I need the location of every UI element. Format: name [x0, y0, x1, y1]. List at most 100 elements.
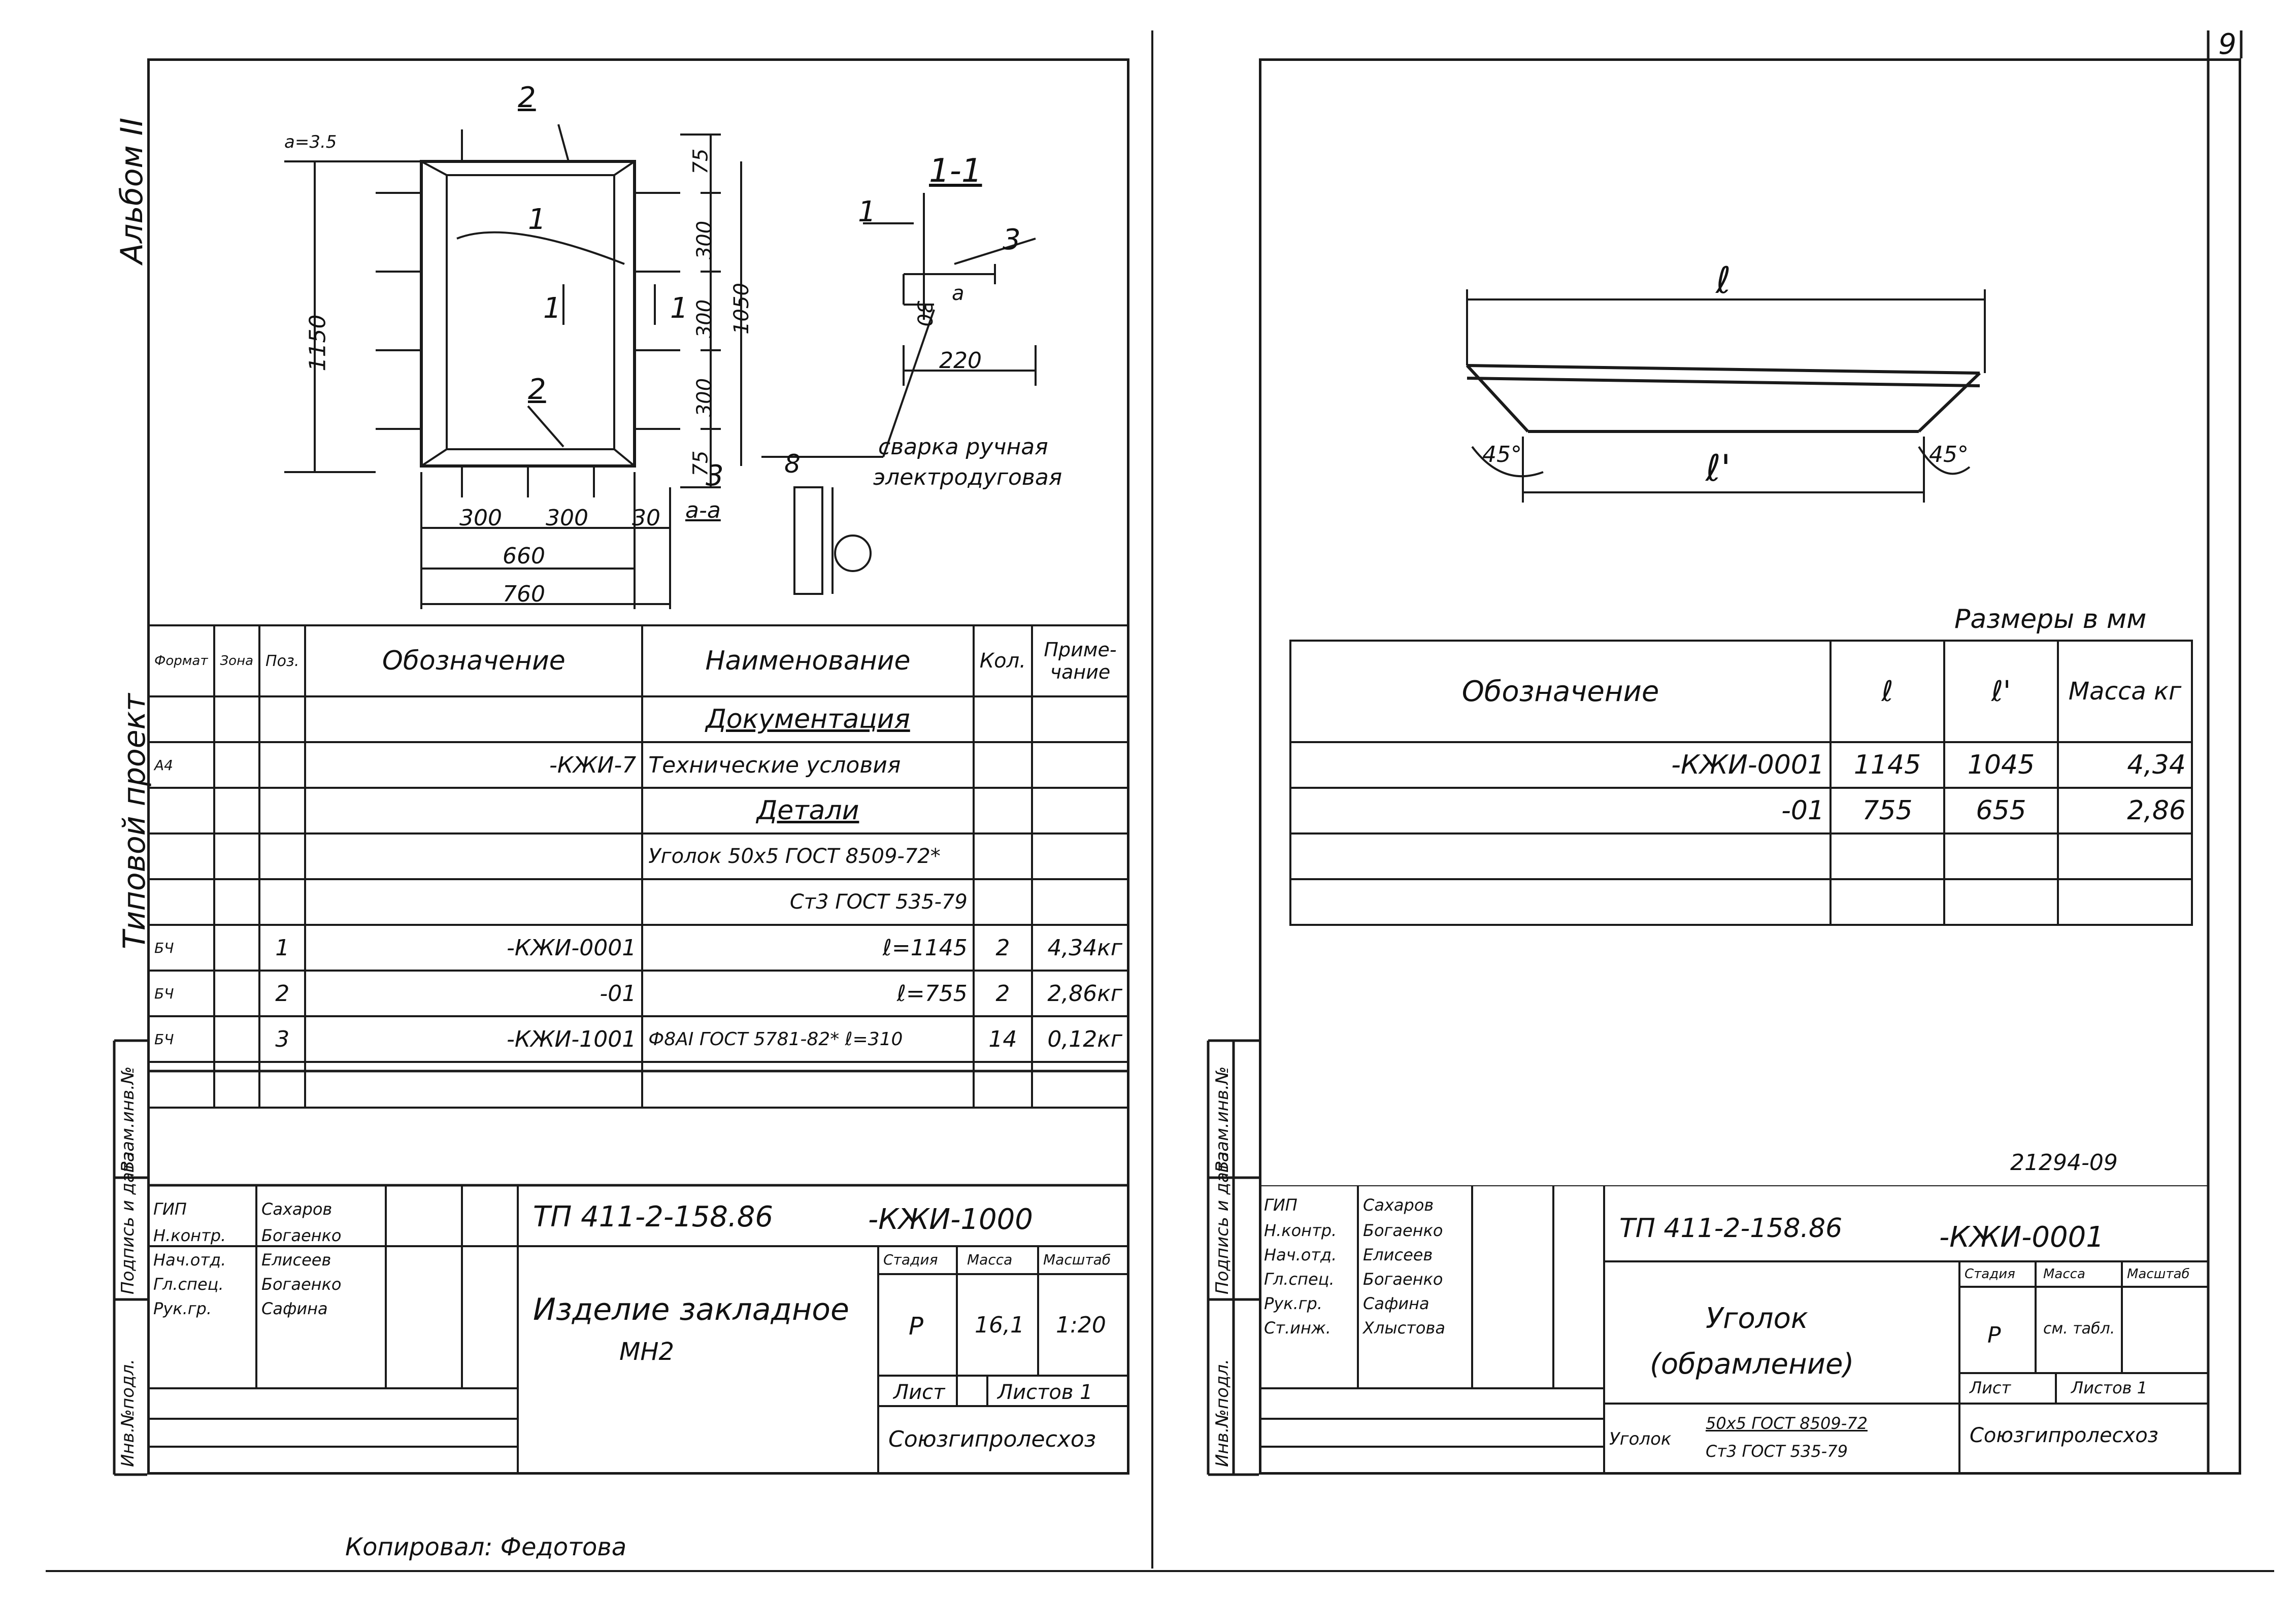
cell-qty — [972, 878, 1033, 926]
doc-code: -КЖИ-1000 — [868, 1203, 1033, 1236]
cell-name: Ф8АI ГОСТ 5781-82* ℓ=310 — [641, 1015, 975, 1063]
stamp-label-replace: Взам.инв.№ — [1212, 1066, 1233, 1173]
material-line2: Ст3 ГОСТ 535-79 — [1706, 1442, 1848, 1461]
copied-by: Копировал: Федотова — [345, 1533, 627, 1561]
section-mark-right: 1 — [670, 292, 688, 325]
scale-label: Масштаб — [1043, 1251, 1111, 1268]
cell-format — [147, 787, 215, 835]
spec-table: Формат Зона Поз. Обозначение Наименовани… — [147, 624, 1130, 1109]
right-title-block: ГИП Сахаров Н.контр. Богаенко Нач.отд. Е… — [1259, 1185, 2208, 1475]
cell-note — [1030, 1061, 1130, 1109]
cell-qty: 2 — [972, 924, 1033, 972]
cell-designation — [304, 832, 644, 880]
mass-value: 16,1 — [975, 1312, 1024, 1338]
cell-zone — [213, 695, 261, 743]
archive-number: 21294-09 — [2010, 1150, 2118, 1176]
cell-note — [1030, 787, 1130, 835]
project-code: ТП 411-2-158.86 — [533, 1200, 773, 1233]
cell-l: 1145 — [1829, 741, 1945, 789]
person-name: Сахаров — [261, 1199, 332, 1219]
a-mark: a — [952, 282, 964, 305]
cell-name — [641, 1061, 975, 1109]
person-name: Сахаров — [1363, 1195, 1434, 1215]
cell-format — [147, 832, 215, 880]
cell-l: 755 — [1829, 787, 1945, 835]
mass-value: см. табл. — [2043, 1320, 2115, 1338]
dim-w300-b: 300 — [546, 505, 588, 531]
cell-name: Детали — [641, 787, 975, 835]
title-block-grid — [147, 1185, 1129, 1475]
spec-row: Уголок 50х5 ГОСТ 8509-72* — [147, 832, 1130, 880]
person-name: Богаенко — [261, 1226, 342, 1245]
header-format: Формат — [147, 624, 215, 697]
cell-zone — [213, 970, 261, 1017]
person-role: Гл.спец. — [153, 1275, 224, 1294]
angle-profile-drawing — [1466, 364, 1981, 433]
cell-l — [1829, 832, 1945, 880]
cell-name: Ст3 ГОСТ 535-79 — [641, 878, 975, 926]
callout-2b: 2 — [528, 373, 546, 406]
cell-designation: -КЖИ-0001 — [304, 924, 644, 972]
dim-220: 220 — [939, 348, 982, 374]
doc-code: -КЖИ-0001 — [1939, 1221, 2104, 1254]
sheet-label: Лист — [893, 1381, 945, 1404]
cell-mass — [2057, 878, 2193, 926]
cell-name: ℓ=1145 — [641, 924, 975, 972]
header-zone: Зона — [213, 624, 261, 697]
dim-w660: 660 — [503, 543, 545, 569]
header-name: Наименование — [641, 624, 975, 697]
header-pos: Поз. — [258, 624, 307, 697]
mass-label: Масса — [967, 1251, 1013, 1268]
cell-designation — [304, 787, 644, 835]
cell-pos — [258, 787, 307, 835]
header-qty: Кол. — [972, 624, 1033, 697]
cell-note — [1030, 741, 1130, 789]
header-l: ℓ — [1829, 640, 1945, 743]
person-role: Нач.отд. — [153, 1250, 226, 1270]
cell-designation — [304, 695, 644, 743]
person-role: Н.контр. — [1264, 1221, 1337, 1240]
doc-title-line1: Изделие закладное — [533, 1292, 849, 1327]
cell-mass: 2,86 — [2057, 787, 2193, 835]
angle-right: 45° — [1929, 442, 1969, 468]
cell-zone — [213, 924, 261, 972]
weld-note-1: сварка ручная — [878, 434, 1048, 460]
cell-pos — [258, 695, 307, 743]
cell-note — [1030, 878, 1130, 926]
person-name: Елисеев — [1363, 1245, 1433, 1264]
cell-pos: 1 — [258, 924, 307, 972]
scale-value: 1:20 — [1056, 1312, 1106, 1338]
doc-title-line1: Уголок — [1706, 1302, 1808, 1335]
cell-designation — [304, 1061, 644, 1109]
cell-designation: -КЖИ-0001 — [1289, 741, 1832, 789]
doc-title-line2: (обрамление) — [1650, 1348, 1854, 1381]
header-designation: Обозначение — [304, 624, 644, 697]
cell-note — [1030, 695, 1130, 743]
stage-value: Р — [909, 1312, 923, 1341]
header-mass: Масса кг — [2057, 640, 2193, 743]
cell-format — [147, 878, 215, 926]
project-code: ТП 411-2-158.86 — [1619, 1213, 1843, 1244]
cell-pos — [258, 832, 307, 880]
cell-qty — [972, 787, 1033, 835]
dim-l: ℓ — [1716, 259, 1731, 302]
spec-row — [147, 1061, 1130, 1109]
spec-row: Ст3 ГОСТ 535-79 — [147, 878, 1130, 926]
spec-header-row: Формат Зона Поз. Обозначение Наименовани… — [147, 624, 1130, 697]
callout-3-section: 3 — [1003, 223, 1021, 256]
material-label: Уголок — [1609, 1429, 1672, 1449]
person-role: Нач.отд. — [1264, 1245, 1337, 1264]
page-number: 9 — [2218, 28, 2237, 61]
cell-name: Документация — [641, 695, 975, 743]
cell-format: А4 — [147, 741, 215, 789]
cell-zone — [213, 878, 261, 926]
units-note: Размеры в мм — [1954, 604, 2147, 635]
cell-note — [1030, 832, 1130, 880]
organization: Союзгипролесхоз — [888, 1426, 1096, 1452]
header-l-prime: ℓ' — [1943, 640, 2059, 743]
stage-value: Р — [1987, 1322, 2001, 1348]
person-role: Рук.гр. — [1264, 1294, 1323, 1313]
